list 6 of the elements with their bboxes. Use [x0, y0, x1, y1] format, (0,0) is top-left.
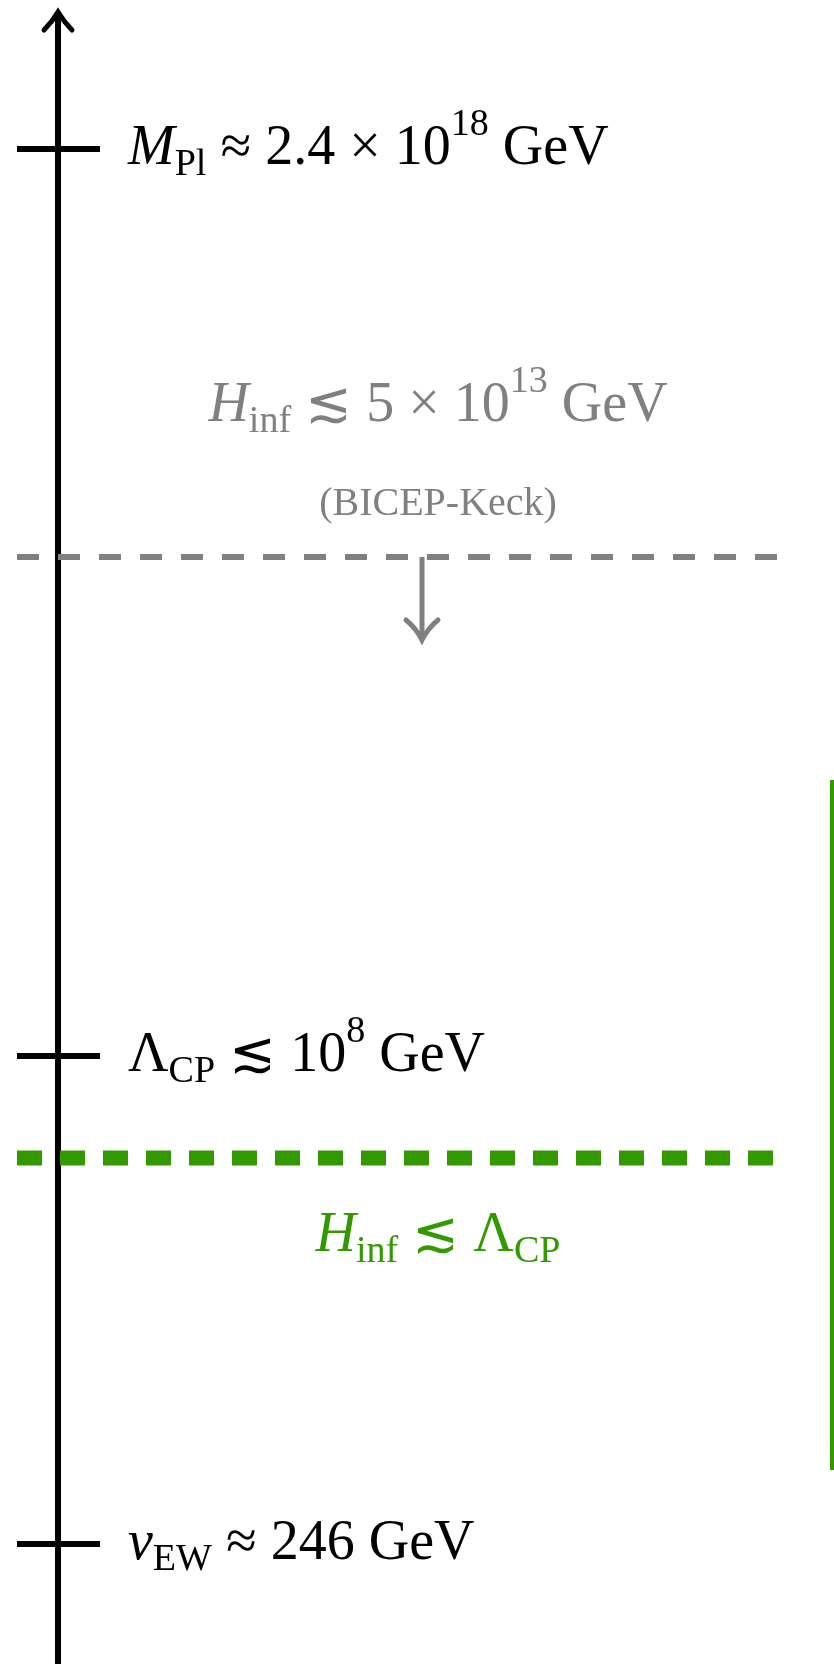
note-text: (BICEP-Keck)	[319, 479, 557, 525]
scale-label: H$_{inf}$ ≲ Λ$_{CP}$	[315, 1199, 561, 1273]
scale-label: H$_{inf}$ ≲ 5 × 10$^{13}$ GeV	[208, 369, 668, 443]
scale-label: v$_{EW}$ ≈ 246 GeV	[128, 1507, 475, 1581]
scale-label: M$_{Pl}$ ≈ 2.4 × 10$^{18}$ GeV	[128, 112, 609, 186]
scale-label: Λ$_{CP}$ ≲ 10$^{8}$ GeV	[128, 1019, 485, 1093]
